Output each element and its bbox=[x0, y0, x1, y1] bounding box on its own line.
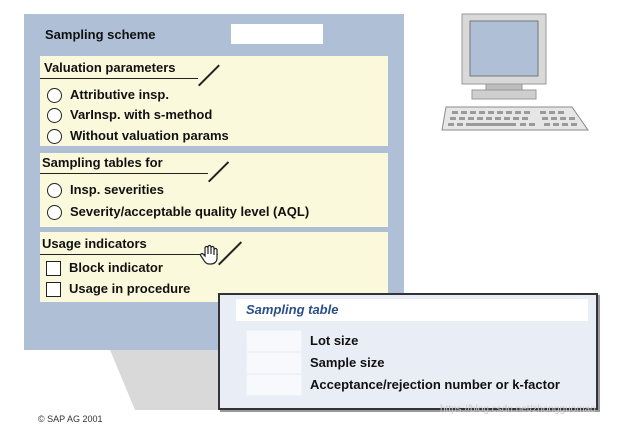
radio-label: Insp. severities bbox=[70, 182, 164, 197]
radio-label: Attributive insp. bbox=[70, 87, 169, 102]
checkbox-icon[interactable] bbox=[46, 281, 61, 297]
radio-severity-aql[interactable]: Severity/acceptable quality level (AQL) bbox=[47, 204, 309, 220]
popup-title: Sampling table bbox=[236, 299, 588, 321]
checkbox-label: Block indicator bbox=[69, 260, 163, 275]
usage-title: Usage indicators bbox=[42, 236, 147, 251]
radio-label: Without valuation params bbox=[70, 128, 229, 143]
acceptance-rejection-field[interactable] bbox=[246, 374, 302, 396]
checkbox-icon[interactable] bbox=[46, 260, 61, 276]
check-block-indicator[interactable]: Block indicator bbox=[46, 260, 163, 276]
radio-varinsp[interactable]: VarInsp. with s-method bbox=[47, 107, 212, 123]
radio-label: Severity/acceptable quality level (AQL) bbox=[70, 204, 310, 219]
copyright-text: © SAP AG 2001 bbox=[38, 414, 103, 424]
screen-title: Sampling scheme bbox=[45, 27, 156, 42]
sample-size-label: Sample size bbox=[310, 355, 385, 370]
tables-for-tab-line bbox=[40, 173, 208, 174]
lot-size-field[interactable] bbox=[246, 330, 302, 352]
radio-button-icon[interactable] bbox=[47, 107, 62, 123]
sampling-scheme-field[interactable] bbox=[231, 24, 323, 44]
radio-attributive[interactable]: Attributive insp. bbox=[47, 87, 169, 103]
valuation-title: Valuation parameters bbox=[44, 60, 176, 75]
lot-size-label: Lot size bbox=[310, 333, 359, 348]
watermark-text: https://blog.csdn.net/zhongguomao bbox=[440, 404, 596, 415]
usage-group bbox=[40, 232, 388, 302]
checkbox-label: Usage in procedure bbox=[69, 281, 191, 296]
tables-for-group bbox=[40, 153, 388, 227]
valuation-tab-line bbox=[40, 78, 198, 79]
radio-button-icon[interactable] bbox=[47, 182, 62, 198]
acceptance-rejection-label: Acceptance/rejection number or k-factor bbox=[310, 377, 560, 392]
radio-button-icon[interactable] bbox=[47, 204, 62, 220]
tables-for-title: Sampling tables for bbox=[42, 155, 163, 170]
usage-tab-line bbox=[40, 254, 218, 255]
radio-button-icon[interactable] bbox=[47, 87, 62, 103]
radio-label: VarInsp. with s-method bbox=[70, 107, 213, 122]
radio-insp-severities[interactable]: Insp. severities bbox=[47, 182, 164, 198]
radio-button-icon[interactable] bbox=[47, 128, 62, 144]
sample-size-field[interactable] bbox=[246, 352, 302, 374]
radio-without-valuation[interactable]: Without valuation params bbox=[47, 128, 229, 144]
computer-icon bbox=[441, 13, 589, 131]
hand-cursor-icon bbox=[200, 244, 218, 265]
check-usage-in-procedure[interactable]: Usage in procedure bbox=[46, 281, 190, 297]
